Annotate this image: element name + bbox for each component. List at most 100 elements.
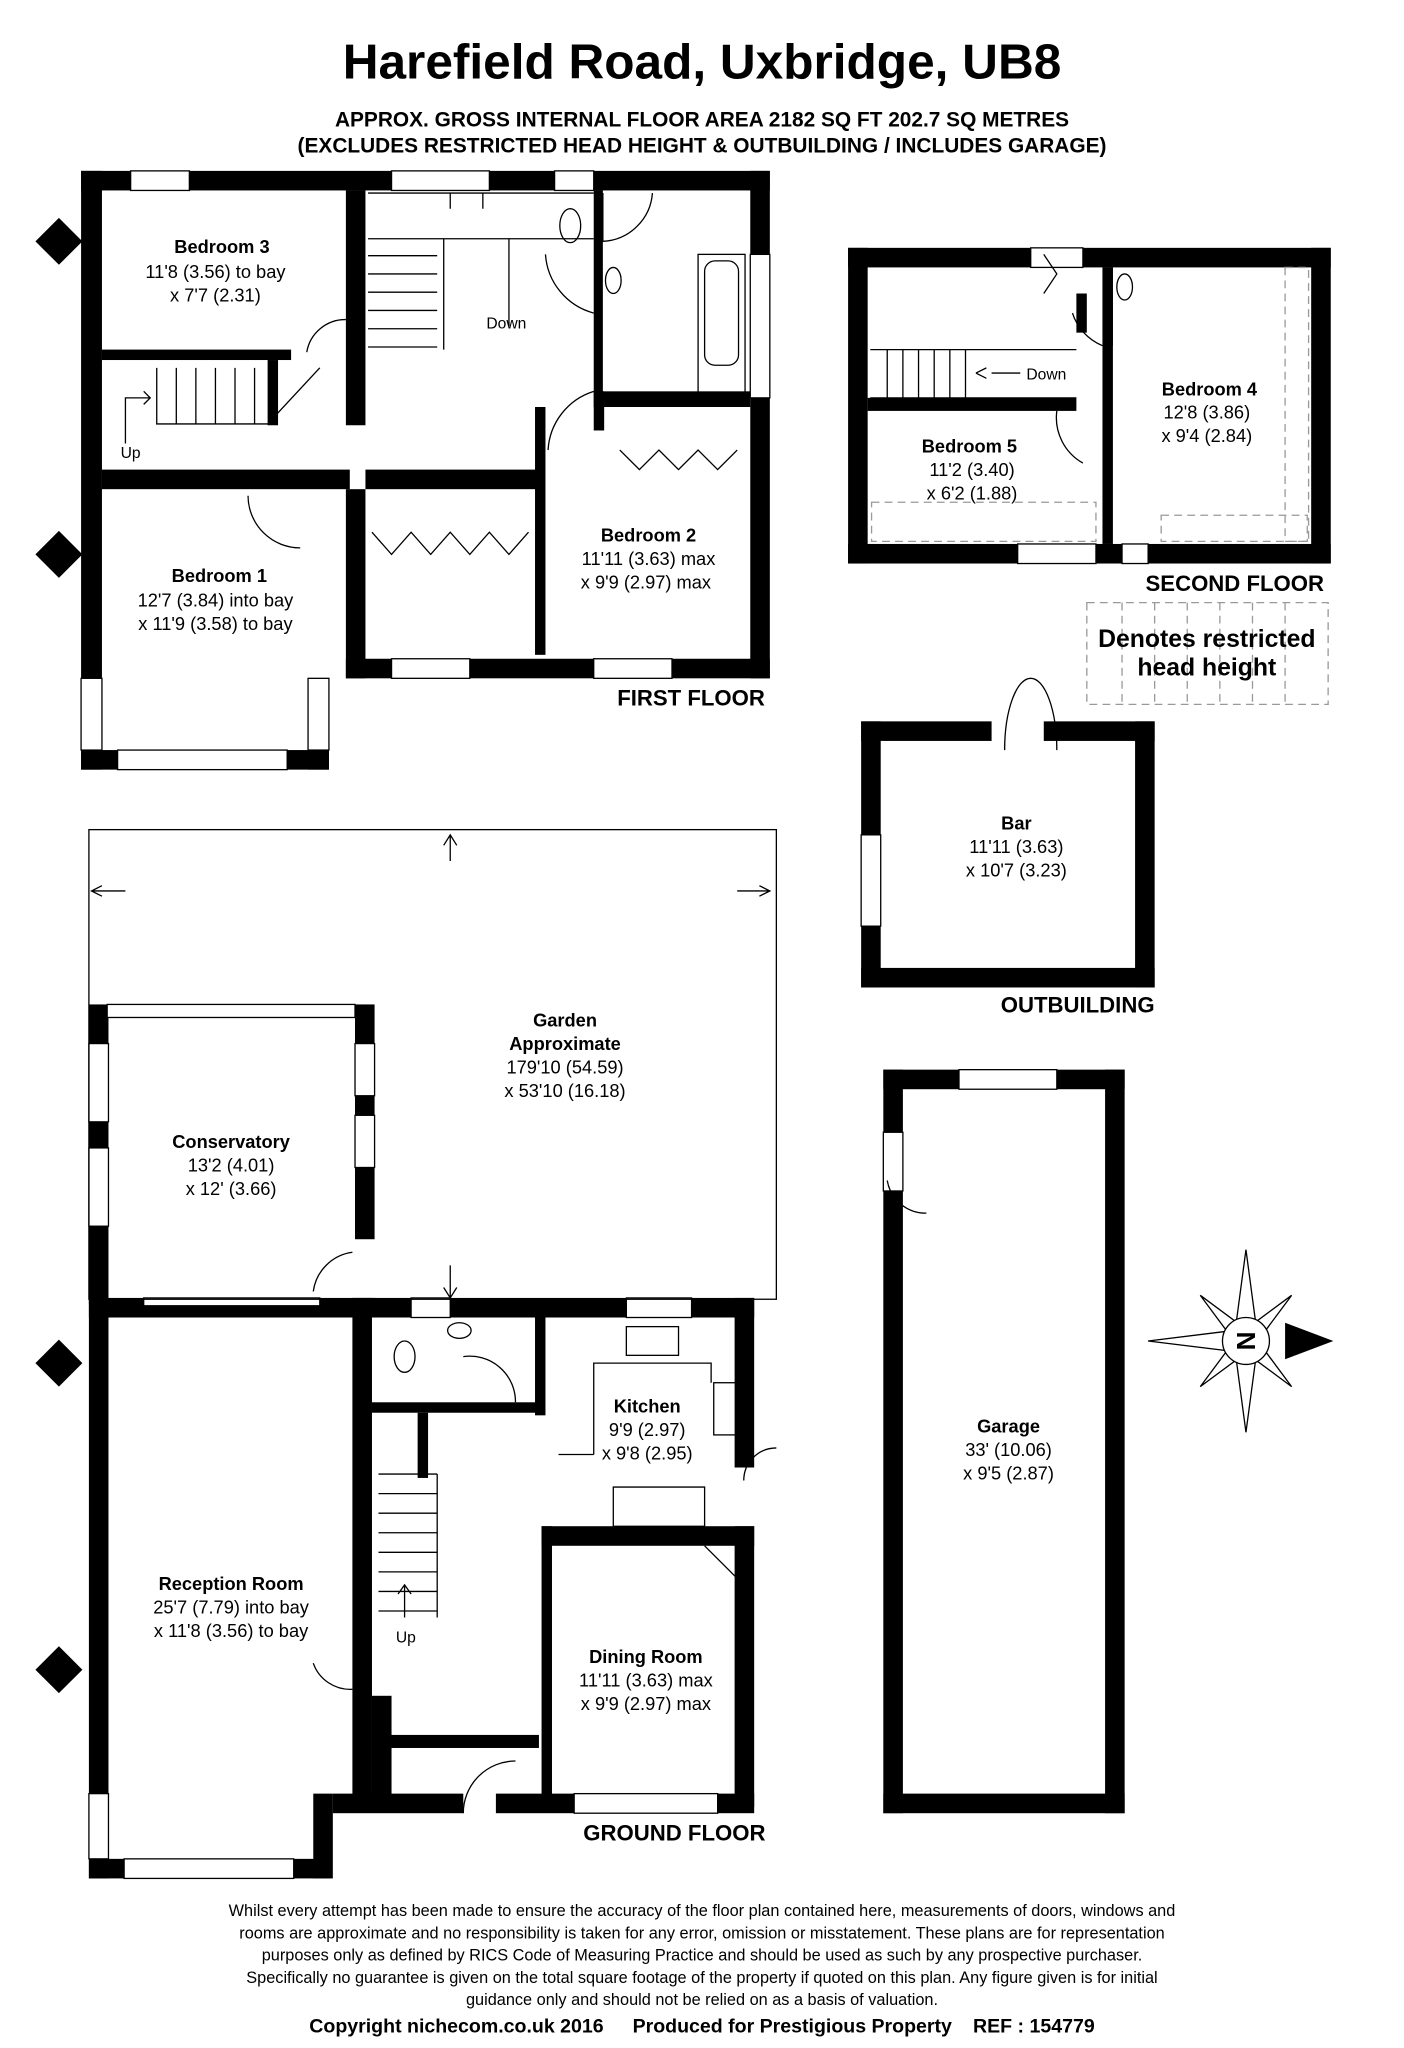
wall [101, 349, 292, 361]
svg-text:9'9 (2.97): 9'9 (2.97) [609, 1419, 686, 1440]
window [88, 1792, 110, 1860]
svg-text:12'7 (3.84) into bay: 12'7 (3.84) into bay [138, 590, 295, 611]
svg-text:Garage: Garage [977, 1415, 1040, 1436]
window [553, 170, 595, 192]
restricted-legend: Denotes restricted head height [1086, 602, 1329, 706]
wall [1102, 267, 1113, 346]
svg-text:Bar: Bar [1001, 813, 1031, 834]
window [354, 1042, 376, 1097]
window [573, 1792, 719, 1814]
window [354, 1114, 376, 1169]
wall [345, 190, 366, 426]
wall [535, 406, 546, 655]
room-bedroom4: Bedroom 4 12'8 (3.86) x 9'4 (2.84) [1161, 378, 1257, 446]
wall [861, 721, 992, 741]
svg-text:x 53'10 (16.18): x 53'10 (16.18) [504, 1080, 625, 1101]
wall [313, 1793, 333, 1879]
stair-up-label: Up [121, 445, 141, 462]
window [143, 1297, 321, 1307]
wall [345, 489, 366, 679]
wall [1043, 721, 1155, 741]
svg-text:12'8 (3.86): 12'8 (3.86) [1163, 402, 1250, 423]
basin-ground-icon [446, 1322, 472, 1340]
window [1030, 247, 1084, 269]
wall [848, 247, 1331, 268]
svg-text:x 9'5 (2.87): x 9'5 (2.87) [963, 1462, 1054, 1483]
wall [1135, 721, 1155, 988]
wall [861, 967, 1155, 988]
svg-text:13'2 (4.01): 13'2 (4.01) [188, 1154, 275, 1175]
produced-for: Produced for Prestigious Property [633, 2015, 952, 2037]
sink-icon [625, 1325, 680, 1356]
svg-text:x 9'9 (2.97) max: x 9'9 (2.97) max [581, 1693, 711, 1714]
toilet-icon [559, 208, 582, 244]
kitchen-worktop [558, 1362, 712, 1527]
wall [81, 170, 102, 770]
basin-icon [604, 266, 622, 295]
garden-arrows [90, 833, 772, 1300]
svg-text:11'11 (3.63): 11'11 (3.63) [969, 836, 1063, 857]
area-line-1: APPROX. GROSS INTERNAL FLOOR AREA 2182 S… [335, 109, 1069, 132]
wall [352, 1297, 372, 1807]
room-bedroom1: Bedroom 1 12'7 (3.84) into bay x 11'9 (3… [138, 565, 295, 634]
svg-text:Dining Room: Dining Room [589, 1646, 703, 1667]
wardrobe-first [371, 531, 529, 556]
first-floor-label: FIRST FLOOR [617, 686, 765, 711]
window [129, 170, 190, 192]
bay-corner [35, 530, 83, 578]
svg-text:x 11'9 (3.58) to bay: x 11'9 (3.58) to bay [138, 613, 293, 634]
outbuilding-label: OUTBUILDING [1001, 992, 1155, 1017]
room-reception: Reception Room 25'7 (7.79) into bay x 11… [153, 1573, 310, 1641]
room-dining: Dining Room 11'11 (3.63) max x 9'9 (2.97… [579, 1646, 713, 1714]
window [860, 834, 882, 927]
svg-text:11'8 (3.56) to bay: 11'8 (3.56) to bay [145, 261, 286, 282]
stairs-second-floor [870, 348, 1077, 399]
window [307, 677, 330, 751]
ground-floor-label: GROUND FLOOR [583, 1821, 765, 1846]
wall [541, 1526, 755, 1546]
window [80, 677, 103, 751]
door-arcs [247, 254, 1103, 1814]
disclaimer-line: purposes only as defined by RICS Code of… [262, 1947, 1143, 1965]
svg-text:x 6'2 (1.88): x 6'2 (1.88) [927, 483, 1018, 504]
window [390, 658, 471, 679]
legend-line-2: head height [1137, 655, 1276, 682]
wall [1105, 1069, 1125, 1814]
wall [734, 1526, 755, 1807]
window [593, 658, 673, 679]
svg-text:Bedroom 2: Bedroom 2 [601, 524, 696, 545]
stairs-ground-floor [378, 1473, 438, 1618]
wall [750, 170, 770, 679]
svg-text:11'11 (3.63) max: 11'11 (3.63) max [582, 548, 716, 569]
svg-text:33' (10.06): 33' (10.06) [965, 1439, 1052, 1460]
copyright-text: Copyright nichecom.co.uk 2016 [309, 2015, 603, 2037]
disclaimer-line: guidance only and should not be relied o… [466, 1991, 938, 2009]
svg-text:x 10'7 (3.23): x 10'7 (3.23) [966, 860, 1067, 881]
svg-text:179'10 (54.59): 179'10 (54.59) [506, 1057, 623, 1078]
area-line-2: (EXCLUDES RESTRICTED HEAD HEIGHT & OUTBU… [298, 135, 1107, 158]
wall [88, 1297, 109, 1879]
svg-text:x 9'9 (2.97) max: x 9'9 (2.97) max [581, 571, 711, 592]
bay-corner [35, 1646, 83, 1694]
window [1121, 543, 1149, 565]
reference: REF : 154779 [973, 2015, 1095, 2037]
windows [80, 170, 1149, 1880]
disclaimer: Whilst every attempt has been made to en… [229, 1902, 1176, 2009]
bath-inner-icon [703, 260, 740, 366]
wall [371, 1734, 539, 1748]
stair-down-second-label: Down [1026, 367, 1066, 384]
bath-icon [697, 253, 746, 399]
restricted-head-height-areas [870, 266, 1310, 543]
stair-down-label: Down [486, 316, 526, 333]
compass-icon: N [1148, 1249, 1334, 1433]
svg-text:Bedroom 4: Bedroom 4 [1162, 378, 1258, 399]
wall [371, 1402, 542, 1413]
wall [101, 469, 350, 490]
room-bar: Bar 11'11 (3.63) x 10'7 (3.23) [966, 813, 1067, 881]
window [116, 749, 288, 771]
stairs-first-floor [124, 192, 594, 444]
wall [332, 1793, 464, 1814]
wall [365, 469, 542, 490]
svg-text:Garden: Garden [533, 1010, 597, 1031]
wall [1102, 267, 1113, 544]
